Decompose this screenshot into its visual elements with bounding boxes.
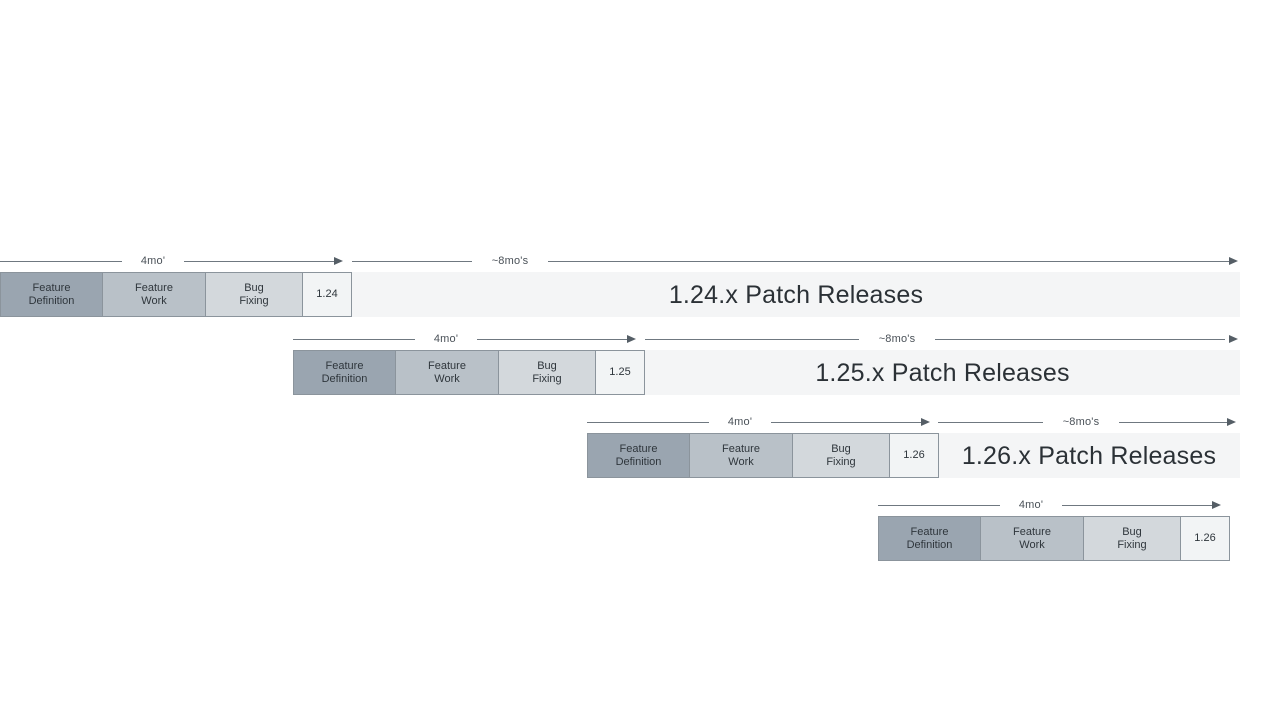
dev-duration-label: 4mo' <box>140 255 166 267</box>
arrow-line-right <box>548 261 1231 262</box>
arrow-line-left <box>0 261 122 262</box>
release-row-1-25: 4mo' ~8mo's 1.25.x Patch Releases Featur… <box>0 328 1280 410</box>
phase-label-line1: Bug <box>537 359 557 372</box>
phase-label-line2: Work <box>728 455 754 468</box>
phase-label-line1: Feature <box>32 281 71 294</box>
phase-bug-fixing[interactable]: Bug Fixing <box>205 272 303 317</box>
patch-release-label: 1.24.x Patch Releases <box>668 280 924 309</box>
phase-label-line1: Feature <box>722 442 760 455</box>
arrow-head-icon <box>921 418 930 426</box>
phase-bug-fixing[interactable]: Bug Fixing <box>1083 516 1181 561</box>
phase-bar-1-26: Feature Definition Feature Work Bug Fixi… <box>587 433 939 478</box>
phase-label-line1: Feature <box>428 359 466 372</box>
patch-duration-label: ~8mo's <box>878 333 916 345</box>
arrow-line-right <box>935 339 1225 340</box>
dev-duration-arrow-1-25: 4mo' <box>293 328 638 350</box>
phase-feature-work[interactable]: Feature Work <box>980 516 1084 561</box>
version-badge[interactable]: 1.26 <box>889 433 939 478</box>
arrow-head-icon <box>334 257 343 265</box>
phase-label-line2: Work <box>141 294 167 307</box>
phase-label-line2: Fixing <box>826 455 856 468</box>
phase-bug-fixing[interactable]: Bug Fixing <box>792 433 890 478</box>
phase-label-line2: Definition <box>28 294 75 307</box>
phase-bar-1-26-next: Feature Definition Feature Work Bug Fixi… <box>878 516 1230 561</box>
phase-label-line1: Bug <box>1122 525 1142 538</box>
dev-duration-arrow-1-26: 4mo' <box>587 411 932 433</box>
patch-duration-label: ~8mo's <box>491 255 529 267</box>
version-badge[interactable]: 1.25 <box>595 350 645 395</box>
phase-label-line2: Definition <box>321 372 368 385</box>
patch-duration-label: ~8mo's <box>1062 416 1100 428</box>
patch-release-label: 1.26.x Patch Releases <box>961 441 1217 470</box>
phase-feature-definition[interactable]: Feature Definition <box>293 350 396 395</box>
arrow-line-right <box>1119 422 1229 423</box>
arrow-line-right <box>477 339 629 340</box>
arrow-line-left <box>645 339 859 340</box>
phase-feature-definition[interactable]: Feature Definition <box>0 272 103 317</box>
phase-label-line2: Definition <box>615 455 662 468</box>
phase-label-line1: Feature <box>619 442 658 455</box>
version-badge[interactable]: 1.26 <box>1180 516 1230 561</box>
phase-feature-work[interactable]: Feature Work <box>395 350 499 395</box>
patch-duration-arrow-1-26: ~8mo's <box>938 411 1240 433</box>
dev-duration-label: 4mo' <box>1018 499 1044 511</box>
arrow-head-icon <box>1212 501 1221 509</box>
patch-release-band-1-26: 1.26.x Patch Releases <box>938 433 1240 478</box>
release-row-1-26-next: 4mo' Feature Definition Feature Work Bug… <box>0 494 1280 576</box>
dev-duration-label: 4mo' <box>727 416 753 428</box>
phase-label-line1: Bug <box>244 281 264 294</box>
version-badge[interactable]: 1.24 <box>302 272 352 317</box>
arrow-line-left <box>938 422 1043 423</box>
phase-label-line2: Fixing <box>1117 538 1147 551</box>
patch-release-label: 1.25.x Patch Releases <box>815 358 1070 387</box>
phase-label-line1: Feature <box>910 525 949 538</box>
arrow-line-left <box>293 339 415 340</box>
patch-duration-arrow-1-24: ~8mo's <box>352 250 1240 272</box>
arrow-head-icon <box>627 335 636 343</box>
arrow-line-left <box>878 505 1000 506</box>
phase-label-line2: Fixing <box>239 294 269 307</box>
phase-label-line2: Work <box>434 372 460 385</box>
phase-label-line1: Feature <box>1013 525 1051 538</box>
arrow-head-icon <box>1229 257 1238 265</box>
release-row-1-24: 4mo' ~8mo's 1.24.x Patch Releases Featur… <box>0 250 1280 332</box>
phase-feature-definition[interactable]: Feature Definition <box>587 433 690 478</box>
phase-label-line1: Feature <box>135 281 173 294</box>
phase-label-line2: Definition <box>906 538 953 551</box>
phase-label-line2: Fixing <box>532 372 562 385</box>
arrow-head-icon <box>1229 335 1238 343</box>
phase-feature-work[interactable]: Feature Work <box>689 433 793 478</box>
patch-duration-arrow-1-25: ~8mo's <box>645 328 1240 350</box>
arrow-line-right <box>1062 505 1214 506</box>
dev-duration-arrow-1-24: 4mo' <box>0 250 345 272</box>
arrow-line-right <box>184 261 336 262</box>
arrow-line-left <box>587 422 709 423</box>
patch-release-band-1-24: 1.24.x Patch Releases <box>352 272 1240 317</box>
phase-label-line1: Bug <box>831 442 851 455</box>
dev-duration-arrow-1-26-next: 4mo' <box>878 494 1223 516</box>
phase-bar-1-24: Feature Definition Feature Work Bug Fixi… <box>0 272 352 317</box>
phase-feature-definition[interactable]: Feature Definition <box>878 516 981 561</box>
release-row-1-26: 4mo' ~8mo's 1.26.x Patch Releases Featur… <box>0 411 1280 493</box>
arrow-line-left <box>352 261 472 262</box>
dev-duration-label: 4mo' <box>433 333 459 345</box>
phase-bug-fixing[interactable]: Bug Fixing <box>498 350 596 395</box>
phase-label-line2: Work <box>1019 538 1045 551</box>
arrow-head-icon <box>1227 418 1236 426</box>
phase-feature-work[interactable]: Feature Work <box>102 272 206 317</box>
arrow-line-right <box>771 422 923 423</box>
phase-label-line1: Feature <box>325 359 364 372</box>
patch-release-band-1-25: 1.25.x Patch Releases <box>645 350 1240 395</box>
phase-bar-1-25: Feature Definition Feature Work Bug Fixi… <box>293 350 645 395</box>
